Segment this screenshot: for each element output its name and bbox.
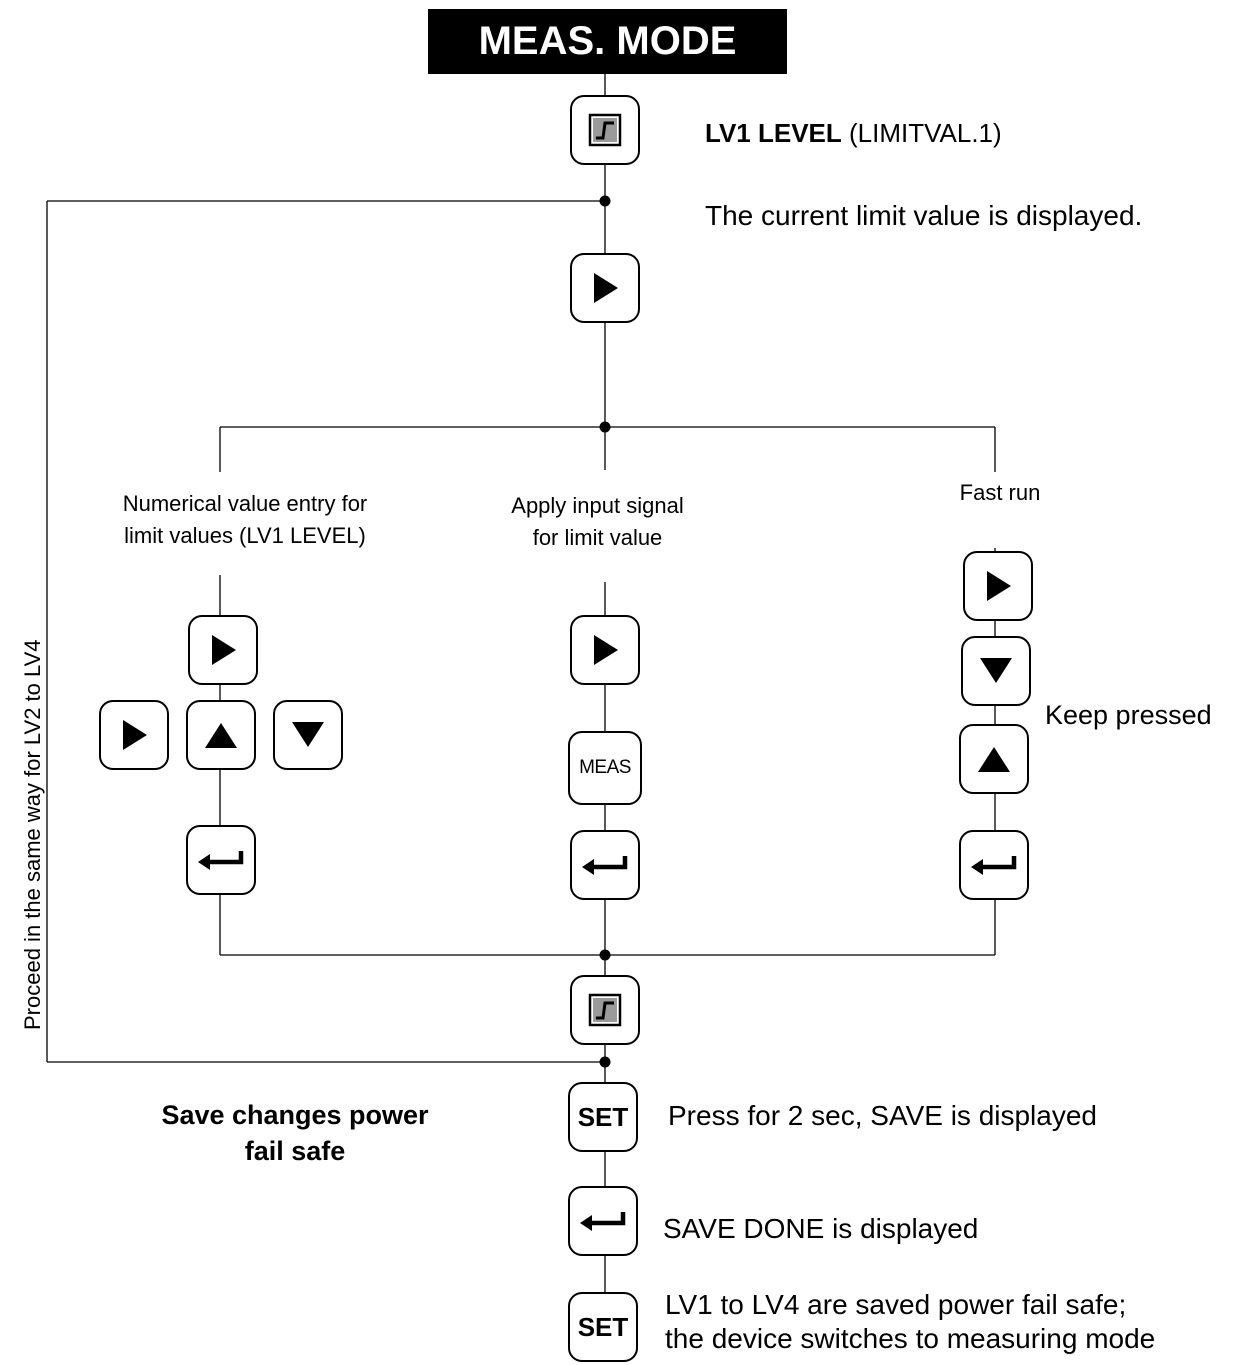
numerical-down-key[interactable] [273, 700, 343, 770]
limit-value-icon [588, 113, 622, 147]
enter-icon [971, 856, 1017, 875]
meas-key-label: MEAS [579, 757, 631, 778]
right-key-main[interactable] [570, 253, 640, 323]
final-text: LV1 to LV4 are saved power fail safe; th… [665, 1288, 1155, 1356]
meas-key[interactable]: MEAS [568, 731, 642, 805]
meas-mode-title: MEAS. MODE [428, 9, 787, 74]
fast-down-key[interactable] [961, 636, 1031, 706]
current-value-text: The current limit value is displayed. [705, 200, 1143, 231]
fast-right-key[interactable] [963, 551, 1033, 621]
right-arrow-icon [987, 571, 1011, 601]
branch-numerical-label: Numerical value entry for limit values (… [95, 488, 395, 552]
up-arrow-icon [978, 747, 1010, 772]
set-key-2-label: SET [577, 1311, 629, 1342]
numerical-right-key[interactable] [188, 615, 258, 685]
branch-numerical-line1: Numerical value entry for [122, 491, 368, 516]
save-heading-line1: Save changes power [161, 1100, 429, 1130]
save-done-text: SAVE DONE is displayed [663, 1213, 979, 1244]
numerical-right-key-2[interactable] [99, 700, 169, 770]
set-key-1[interactable]: SET [568, 1082, 638, 1152]
set-key-1-label: SET [577, 1101, 629, 1132]
save-enter-key[interactable] [568, 1186, 638, 1256]
lv1-heading-bold: LV1 LEVEL [705, 118, 842, 148]
save-heading: Save changes power fail safe [120, 1097, 470, 1169]
right-arrow-icon [123, 720, 147, 750]
set-key-2[interactable]: SET [568, 1292, 638, 1362]
apply-right-key[interactable] [570, 615, 640, 685]
branch-apply-label: Apply input signal for limit value [475, 490, 720, 554]
enter-icon [580, 1212, 626, 1231]
numerical-up-key[interactable] [186, 700, 256, 770]
side-label: Proceed in the same way for LV2 to LV4 [20, 639, 45, 1030]
down-arrow-icon [980, 658, 1012, 683]
limit-value-icon [588, 993, 622, 1027]
numerical-enter-key[interactable] [186, 825, 256, 895]
right-arrow-icon [594, 635, 618, 665]
right-arrow-icon [212, 635, 236, 665]
branch-fast-label: Fast run [959, 480, 1041, 505]
branch-numerical-line2: limit values (LV1 LEVEL) [124, 523, 366, 548]
limit-key-bottom[interactable] [570, 975, 640, 1045]
enter-icon [198, 851, 244, 870]
fast-enter-key[interactable] [959, 830, 1029, 900]
right-arrow-icon [594, 273, 618, 303]
fast-up-key[interactable] [959, 724, 1029, 794]
save-heading-line2: fail safe [244, 1136, 346, 1166]
up-arrow-icon [205, 723, 237, 748]
final-line1: LV1 to LV4 are saved power fail safe; [665, 1289, 1127, 1320]
branch-apply-line1: Apply input signal [511, 493, 684, 518]
final-line2: the device switches to measuring mode [665, 1323, 1156, 1354]
enter-icon [582, 856, 628, 875]
lv1-heading: LV1 LEVEL (LIMITVAL.1) [705, 118, 1002, 149]
lv1-heading-rest: (LIMITVAL.1) [849, 118, 1002, 148]
branch-apply-line2: for limit value [532, 525, 663, 550]
down-arrow-icon [292, 722, 324, 747]
limit-key-top[interactable] [570, 95, 640, 165]
keep-pressed-text: Keep pressed [1045, 700, 1212, 730]
set-press-text: Press for 2 sec, SAVE is displayed [668, 1100, 1097, 1131]
apply-enter-key[interactable] [570, 830, 640, 900]
